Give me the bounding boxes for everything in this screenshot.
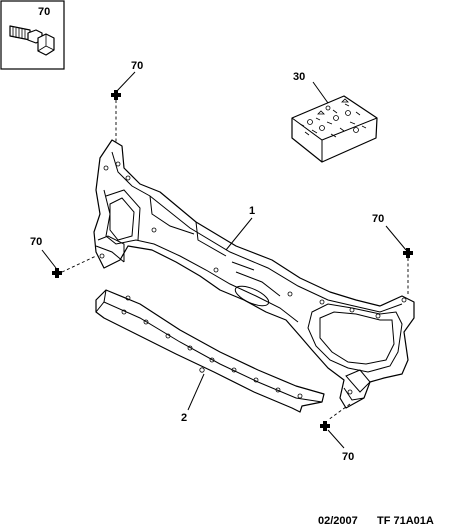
fastener-star-icon	[403, 248, 413, 258]
callout-kit: 30	[293, 71, 305, 83]
callout-reinforcement: 2	[181, 412, 187, 424]
callout-right: 70	[372, 213, 384, 225]
fastener-left: 70	[30, 236, 97, 278]
front-panel: 1	[93, 139, 415, 409]
lower-reinforcement: 2	[95, 289, 325, 424]
callout-crossmember: 1	[249, 205, 255, 217]
bolt-icon	[9, 25, 55, 56]
footer-reference: TF 71A01A	[377, 515, 434, 527]
fastener-star-icon	[320, 421, 330, 431]
fastener-star-icon	[52, 268, 62, 278]
fastener-star-icon	[111, 90, 121, 100]
footer-date: 02/2007	[318, 515, 358, 527]
fastener-kit: 30	[291, 71, 378, 163]
fastener-bottom: 70	[320, 403, 354, 463]
fastener-top-left: 70	[111, 60, 143, 142]
callout-top-left: 70	[131, 60, 143, 72]
callout-left: 70	[30, 236, 42, 248]
callout-bottom: 70	[342, 451, 354, 463]
bolt-inset: 70	[0, 0, 65, 70]
callout-bolt-inset: 70	[38, 6, 50, 18]
fastener-right: 70	[372, 213, 413, 296]
